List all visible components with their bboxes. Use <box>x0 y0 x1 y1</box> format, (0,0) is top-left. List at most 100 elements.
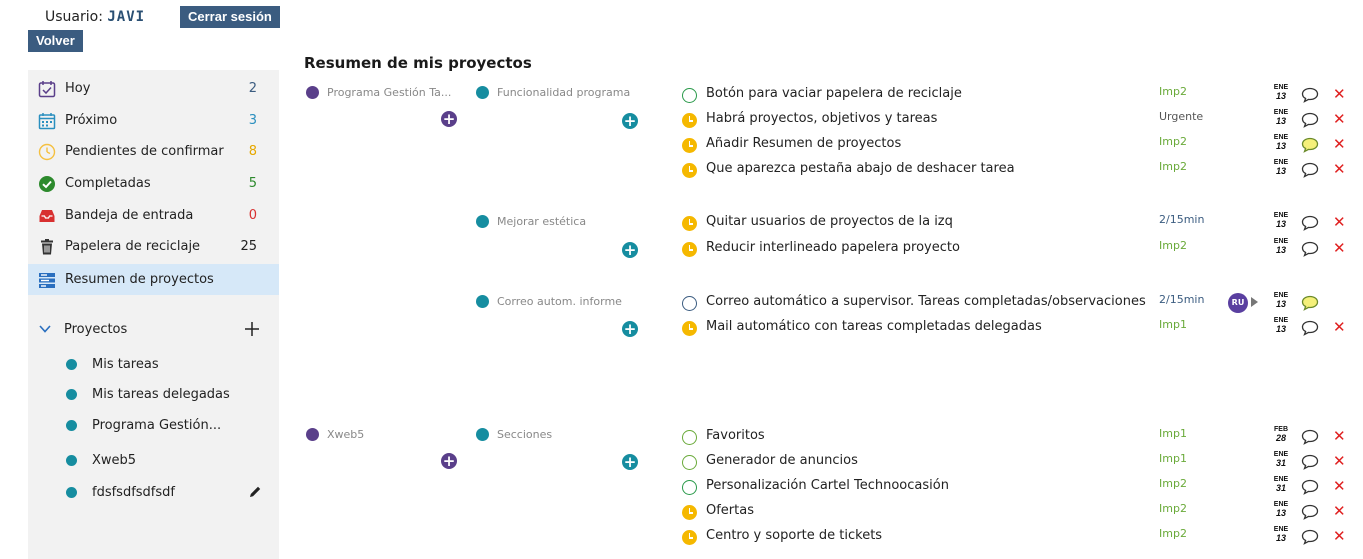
objective-label[interactable]: Mejorar estética <box>476 215 656 228</box>
task-open-circle-icon[interactable] <box>682 455 697 470</box>
task-title[interactable]: Quitar usuarios de proyectos de la izq <box>706 214 953 229</box>
project-label-xweb5[interactable]: Xweb5 <box>306 428 466 441</box>
task-pending-clock-icon[interactable] <box>682 321 697 336</box>
task-pending-clock-icon[interactable] <box>682 113 697 128</box>
sidebar-item-hoy[interactable]: Hoy 2 <box>28 73 279 104</box>
add-objective-icon[interactable]: + <box>441 452 457 470</box>
delete-icon[interactable]: ✕ <box>1333 502 1346 520</box>
logout-button[interactable]: Cerrar sesión <box>180 6 280 28</box>
sidebar-project-item[interactable]: Mis tareas <box>28 349 279 379</box>
delete-icon[interactable]: ✕ <box>1333 160 1346 178</box>
comment-icon[interactable] <box>1301 112 1319 128</box>
objective-label[interactable]: Funcionalidad programa <box>476 86 656 99</box>
comment-icon[interactable] <box>1301 320 1319 336</box>
task-title[interactable]: Personalización Cartel Technoocasión <box>706 478 949 493</box>
add-task-icon[interactable]: + <box>622 453 638 471</box>
task-pending-clock-icon[interactable] <box>682 138 697 153</box>
task-row[interactable]: Que aparezca pestaña abajo de deshacer t… <box>682 159 1362 181</box>
delete-icon[interactable]: ✕ <box>1333 318 1346 336</box>
comment-icon[interactable] <box>1301 454 1319 470</box>
delete-icon[interactable]: ✕ <box>1333 452 1346 470</box>
comment-icon[interactable] <box>1301 504 1319 520</box>
sidebar-item-resumen[interactable]: Resumen de proyectos <box>28 264 279 295</box>
edit-pencil-icon[interactable] <box>248 485 262 499</box>
task-title[interactable]: Reducir interlineado papelera proyecto <box>706 240 960 255</box>
assignee-avatar[interactable]: RU <box>1228 293 1248 313</box>
task-title[interactable]: Centro y soporte de tickets <box>706 528 883 543</box>
sidebar-item-bandeja[interactable]: Bandeja de entrada 0 <box>28 200 279 231</box>
comment-icon[interactable] <box>1301 241 1319 257</box>
delete-icon[interactable]: ✕ <box>1333 477 1346 495</box>
comment-icon[interactable] <box>1301 215 1319 231</box>
chevron-down-icon[interactable] <box>38 324 52 334</box>
play-icon[interactable] <box>1251 297 1258 307</box>
task-title[interactable]: Que aparezca pestaña abajo de deshacer t… <box>706 161 1015 176</box>
comment-icon[interactable] <box>1301 87 1319 103</box>
sidebar-project-item[interactable]: fdsfsdfsdfsdf <box>28 477 279 507</box>
delete-icon[interactable]: ✕ <box>1333 427 1346 445</box>
comment-icon[interactable] <box>1301 162 1319 178</box>
sidebar-item-papelera[interactable]: Papelera de reciclaje 25 <box>28 231 279 262</box>
comment-icon[interactable] <box>1301 137 1319 153</box>
task-pending-clock-icon[interactable] <box>682 163 697 178</box>
delete-icon[interactable]: ✕ <box>1333 110 1346 128</box>
task-title[interactable]: Habrá proyectos, objetivos y tareas <box>706 111 938 126</box>
task-title[interactable]: Botón para vaciar papelera de reciclaje <box>706 86 962 101</box>
projects-header[interactable]: Proyectos <box>28 314 279 344</box>
objective-label[interactable]: Secciones <box>476 428 656 441</box>
sidebar-item-pendientes[interactable]: Pendientes de confirmar 8 <box>28 136 279 167</box>
task-open-circle-icon[interactable] <box>682 430 697 445</box>
add-objective-icon[interactable]: + <box>441 110 457 128</box>
task-title[interactable]: Ofertas <box>706 503 754 518</box>
objective-label[interactable]: Correo autom. informe <box>476 295 656 308</box>
comment-icon[interactable] <box>1301 295 1319 311</box>
add-task-icon[interactable]: + <box>622 112 638 130</box>
add-task-icon[interactable]: + <box>622 241 638 259</box>
delete-icon[interactable]: ✕ <box>1333 213 1346 231</box>
delete-icon[interactable]: ✕ <box>1333 135 1346 153</box>
task-pending-clock-icon[interactable] <box>682 216 697 231</box>
task-row[interactable]: Mail automático con tareas completadas d… <box>682 317 1362 339</box>
add-task-icon[interactable]: + <box>622 320 638 338</box>
sidebar-project-item[interactable]: Programa Gestión... <box>28 410 279 440</box>
sidebar-item-completadas[interactable]: Completadas 5 <box>28 168 279 199</box>
task-title[interactable]: Favoritos <box>706 428 765 443</box>
delete-icon[interactable]: ✕ <box>1333 527 1346 545</box>
task-open-circle-icon[interactable] <box>682 296 697 311</box>
task-pending-clock-icon[interactable] <box>682 530 697 545</box>
task-title[interactable]: Añadir Resumen de proyectos <box>706 136 902 151</box>
comment-icon[interactable] <box>1301 479 1319 495</box>
task-pending-clock-icon[interactable] <box>682 242 697 257</box>
comment-icon[interactable] <box>1301 429 1319 445</box>
back-button[interactable]: Volver <box>28 30 83 52</box>
task-title[interactable]: Mail automático con tareas completadas d… <box>706 319 1042 334</box>
delete-icon[interactable]: ✕ <box>1333 239 1346 257</box>
sidebar-item-proximo[interactable]: Próximo 3 <box>28 105 279 136</box>
task-open-circle-icon[interactable] <box>682 88 697 103</box>
comment-icon[interactable] <box>1301 529 1319 545</box>
project-label-programa[interactable]: Programa Gestión Ta... <box>306 86 466 99</box>
task-title[interactable]: Generador de anuncios <box>706 453 858 468</box>
delete-icon[interactable]: ✕ <box>1333 85 1346 103</box>
add-project-icon[interactable] <box>244 321 260 337</box>
